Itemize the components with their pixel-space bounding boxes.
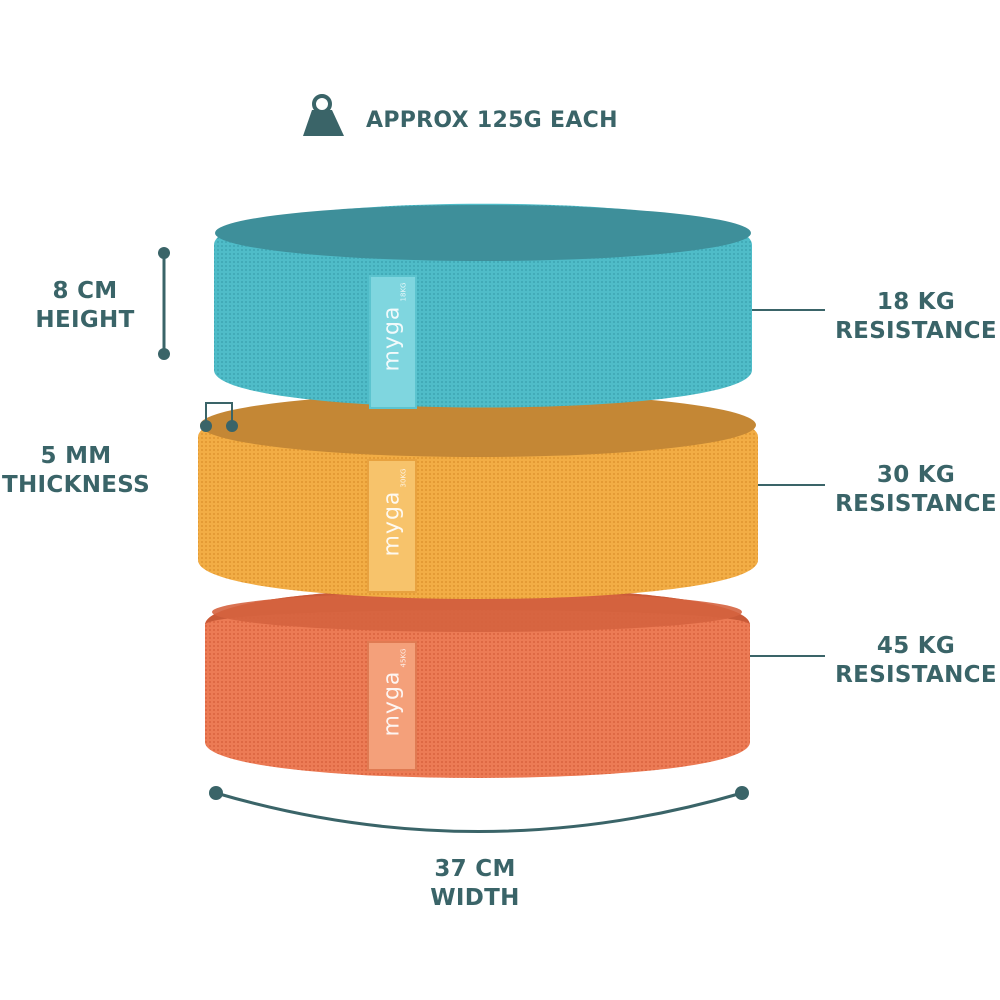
width-value: 37 CM xyxy=(434,856,516,882)
resistance-value-30kg: 30 KG xyxy=(876,462,956,488)
tag-mark-18kg: 18KG xyxy=(399,282,408,302)
resistance-value-18kg: 18 KG xyxy=(876,289,956,315)
thickness-indicator xyxy=(200,402,238,432)
weight-icon xyxy=(303,94,344,136)
band-18kg xyxy=(214,203,752,409)
width-caption: WIDTH xyxy=(430,885,520,911)
width-label: 37 CM WIDTH xyxy=(400,855,550,913)
thickness-label: 5 MM THICKNESS xyxy=(0,442,152,500)
brand-tag-30kg: myga xyxy=(379,490,405,557)
weight-label: APPROX 125G EACH xyxy=(366,108,618,133)
tag-mark-30kg: 30KG xyxy=(399,468,408,488)
resistance-caption-18kg: RESISTANCE xyxy=(835,318,997,344)
thickness-caption: THICKNESS xyxy=(2,472,150,498)
height-caption: HEIGHT xyxy=(35,307,135,333)
resistance-caption-30kg: RESISTANCE xyxy=(835,491,997,517)
brand-tag-18kg: myga xyxy=(379,305,405,372)
band-45kg xyxy=(205,587,750,778)
height-label: 8 CM HEIGHT xyxy=(10,277,160,335)
resistance-value-45kg: 45 KG xyxy=(876,633,956,659)
thickness-value: 5 MM xyxy=(40,443,112,469)
resistance-caption-45kg: RESISTANCE xyxy=(835,662,997,688)
tag-mark-45kg: 45KG xyxy=(399,648,408,668)
height-indicator xyxy=(158,247,170,360)
resistance-label-30kg: 30 KG RESISTANCE xyxy=(835,461,997,519)
brand-tag-45kg: myga xyxy=(379,670,405,737)
height-value: 8 CM xyxy=(52,278,118,304)
resistance-label-18kg: 18 KG RESISTANCE xyxy=(835,288,997,346)
resistance-label-45kg: 45 KG RESISTANCE xyxy=(835,632,997,690)
width-indicator xyxy=(209,786,749,833)
band-30kg xyxy=(198,393,758,599)
